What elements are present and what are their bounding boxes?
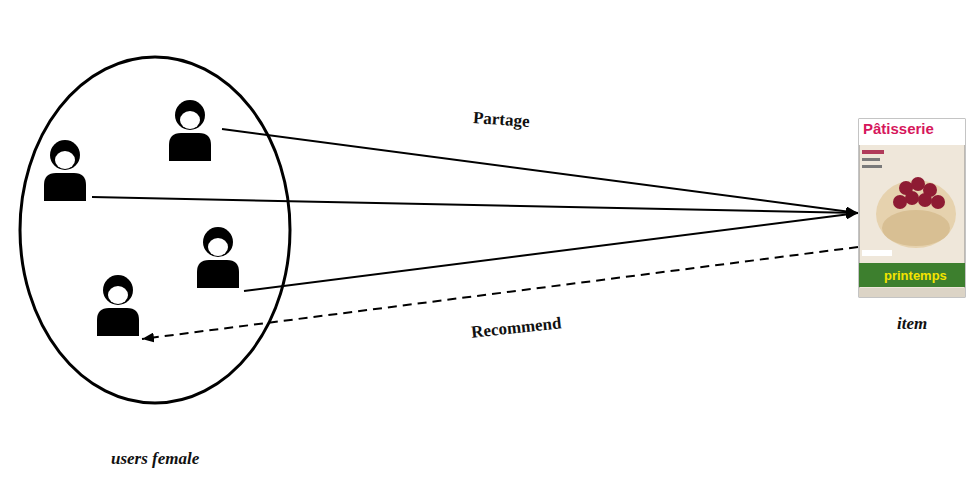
- user-icon: [97, 275, 139, 336]
- user-group-ellipse: users female: [18, 55, 292, 405]
- share-arrow: [92, 197, 858, 213]
- user-icon: [44, 140, 86, 201]
- node-caption: item: [897, 314, 927, 334]
- group-outline: [20, 57, 290, 403]
- magazine-cover: [859, 119, 965, 297]
- node-caption: users female: [111, 449, 199, 469]
- edge-label: Partage: [469, 108, 533, 132]
- cover-text: printemps: [884, 268, 947, 283]
- share-arrow: [244, 213, 858, 291]
- node-shape: [18, 55, 292, 405]
- user-icon: [197, 227, 239, 288]
- user-icon: [169, 100, 211, 161]
- share-arrow: [222, 129, 858, 213]
- edge-label: Recommend: [467, 313, 565, 343]
- cover-text: Pâtisserie: [863, 120, 934, 137]
